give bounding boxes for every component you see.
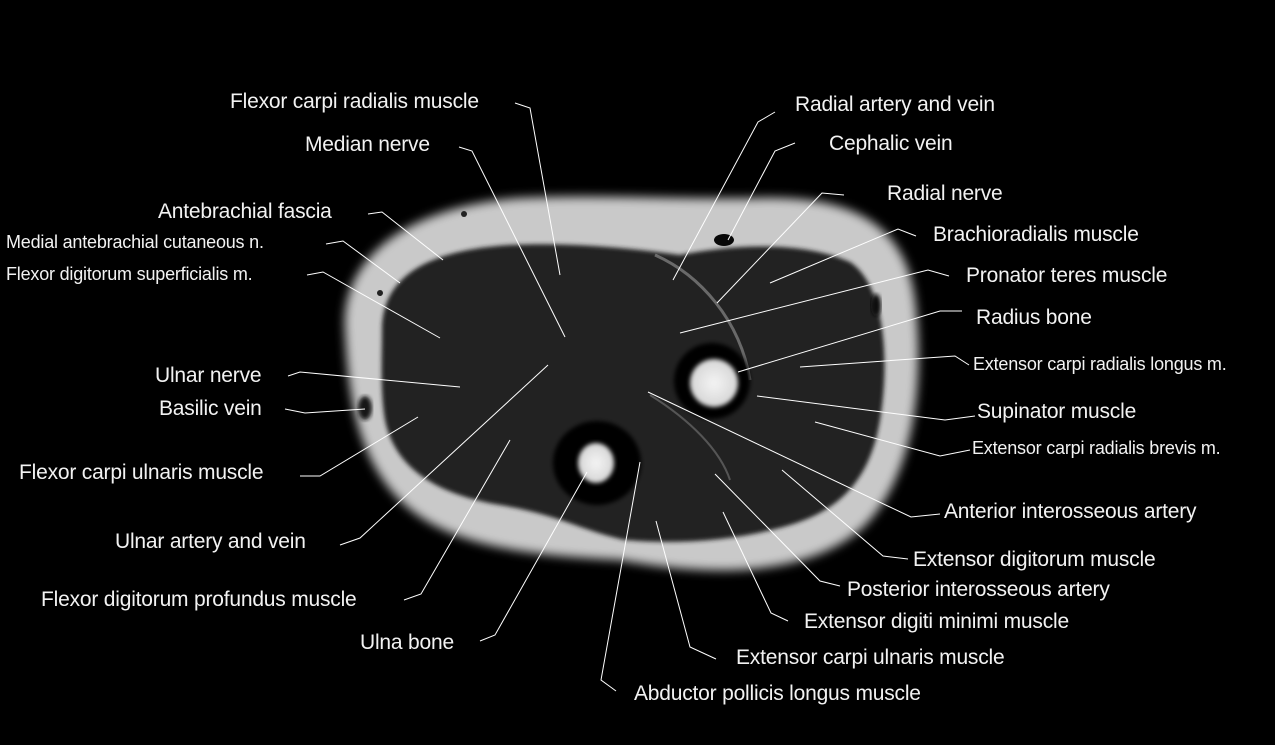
leader-ulnar-nerve [287,371,461,388]
leader-medial-antebrachial-cutaneous [325,240,401,284]
leader-brachioradialis [769,228,917,284]
label-basilic-vein: Basilic vein [159,397,262,420]
label-ext-carpi-radialis-brevis: Extensor carpi radialis brevis m. [972,438,1221,458]
leader-flexor-carpi-radialis [514,102,561,276]
leader-anterior-interosseous-artery [647,391,941,518]
label-antebrachial-fascia: Antebrachial fascia [158,200,332,223]
lateral-vein-shape [871,294,881,316]
leader-radius-bone [737,310,962,373]
label-radius-bone: Radius bone [976,306,1092,329]
label-extensor-carpi-ulnaris: Extensor carpi ulnaris muscle [736,646,1005,669]
skin-vessel-dot [377,290,383,296]
leader-ulnar-artery-vein [339,364,549,546]
label-ulnar-artery-vein: Ulnar artery and vein [115,530,306,553]
label-ext-carpi-radialis-longus: Extensor carpi radialis longus m. [973,354,1227,374]
label-median-nerve: Median nerve [305,133,430,156]
label-supinator: Supinator muscle [977,400,1137,423]
label-ulna-bone: Ulna bone [360,631,454,654]
leader-cephalic-vein [727,142,796,241]
leader-flexor-carpi-ulnaris [300,416,419,477]
leader-ulna-bone [479,471,588,642]
intermuscular-septum [654,253,752,381]
label-flexor-digitorum-superficialis: Flexor digitorum superficialis m. [6,264,253,284]
label-pronator-teres: Pronator teres muscle [966,264,1168,287]
muscle-compartment [381,244,885,542]
leader-pronator-teres [679,269,950,334]
leader-extensor-carpi-ulnaris [655,520,717,660]
skin-vessel-dot [461,211,467,217]
label-flexor-digitorum-profundus: Flexor digitorum profundus muscle [41,588,357,611]
ulna-marrow [578,443,614,483]
leader-median-nerve [458,146,566,338]
cephalic-vein-shape [714,234,734,246]
leader-abductor-pollicis-longus [600,461,641,692]
label-extensor-digitorum: Extensor digitorum muscle [913,548,1156,571]
leader-posterior-interosseous-artery [714,473,841,587]
leader-flexor-digitorum-superficialis [306,271,441,339]
label-flexor-carpi-ulnaris: Flexor carpi ulnaris muscle [19,461,264,484]
label-radial-nerve: Radial nerve [887,182,1003,205]
label-brachioradialis: Brachioradialis muscle [933,223,1139,246]
basilic-vein-shape [358,396,372,420]
label-cephalic-vein: Cephalic vein [829,132,953,155]
radius-marrow [690,359,738,407]
leader-lines [284,102,976,692]
label-anterior-interosseous-artery: Anterior interosseous artery [944,500,1197,523]
leader-antebrachial-fascia [367,211,444,261]
label-flexor-carpi-radialis: Flexor carpi radialis muscle [230,90,479,113]
label-posterior-interosseous-artery: Posterior interosseous artery [847,578,1110,601]
leader-supinator [756,395,976,421]
leader-ext-carpi-radialis-longus [799,355,970,368]
leader-flexor-digitorum-profundus [403,439,511,601]
interosseous-membrane [649,394,731,481]
label-radial-artery-vein: Radial artery and vein [795,93,995,116]
label-abductor-pollicis-longus: Abductor pollicis longus muscle [634,682,921,705]
label-extensor-digiti-minimi: Extensor digiti minimi muscle [804,610,1069,633]
leader-radial-nerve [716,192,845,304]
leader-ext-carpi-radialis-brevis [814,421,971,457]
leader-radial-artery-vein [672,111,776,281]
leader-extensor-digiti-minimi [722,511,789,622]
label-medial-antebrachial-cutaneous: Medial antebrachial cutaneous n. [6,232,264,252]
label-ulnar-nerve: Ulnar nerve [155,364,262,387]
leader-extensor-digitorum [781,469,909,560]
leader-basilic-vein [284,408,366,414]
